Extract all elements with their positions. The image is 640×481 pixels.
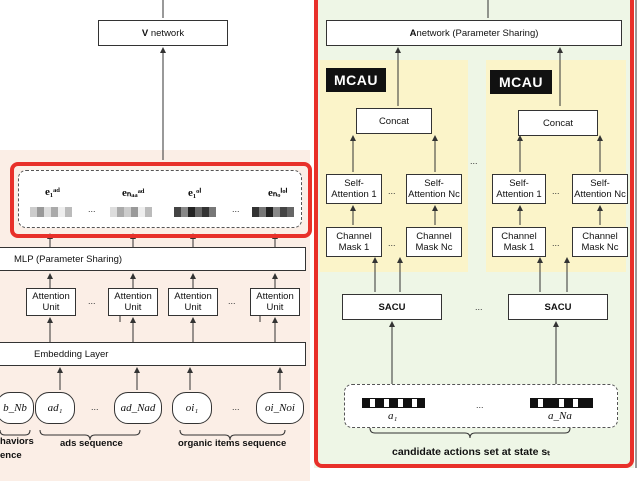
emb-ad-1: e₁ᵃᵈ	[45, 186, 60, 198]
embedding-highlight	[10, 162, 312, 238]
mlp-label: MLP (Parameter Sharing)	[14, 253, 123, 265]
action-aNa-label: a_Na	[548, 410, 572, 422]
action-ellipsis: ...	[476, 400, 484, 410]
embedding-layer-label: Embedding Layer	[34, 348, 109, 360]
input-ellipsis-1: ...	[91, 402, 99, 412]
input-b-nb: b_Nb	[0, 392, 34, 424]
v-network-label: network	[150, 27, 185, 39]
action-a1-label: a₁	[388, 410, 398, 422]
attention-unit-4: Attention Unit	[250, 288, 300, 316]
attention-unit-3: Attention Unit	[168, 288, 218, 316]
emb-oi-n: eₙₒⁱᵒⁱ	[268, 187, 288, 199]
sacu-box-2: SACU	[508, 294, 608, 320]
attention-unit-1: Attention Unit	[26, 288, 76, 316]
attention-ellipsis-1: ...	[88, 296, 96, 306]
mcau-badge-1: MCAU	[326, 68, 386, 92]
v-network-bold: V	[141, 27, 149, 39]
mlp-box: MLP (Parameter Sharing)	[0, 247, 306, 271]
behaviors-label-1: haviors	[0, 436, 34, 447]
a-network-bold: A	[409, 27, 417, 39]
v-network-box: V network	[98, 20, 228, 46]
right-panel-highlight	[314, 0, 634, 468]
emb-ad-n: eₙₐₐᵃᵈ	[122, 187, 145, 199]
channel-mask-1b: Channel Mask 1	[492, 227, 546, 257]
sa-ellipsis-2: ...	[552, 186, 560, 196]
input-ad-n: ad_Nad	[114, 392, 162, 424]
channel-mask-nca: Channel Mask Nc	[406, 227, 462, 257]
candidate-actions-label: candidate actions set at state sₜ	[392, 446, 551, 458]
emb-oi-1: e₁ᵒⁱ	[188, 187, 202, 199]
input-oi-n: oi_Noi	[256, 392, 304, 424]
emb-ellipsis-2: ...	[232, 204, 240, 214]
concat-box-1: Concat	[356, 108, 432, 134]
behaviors-label-2: ence	[0, 450, 22, 461]
self-attention-nca: Self- Attention Nc	[406, 174, 462, 204]
self-attention-1a: Self- Attention 1	[326, 174, 382, 204]
sacu-ellipsis: ...	[475, 302, 483, 312]
input-ad-1: ad₁	[35, 392, 75, 424]
channel-mask-1a: Channel Mask 1	[326, 227, 382, 257]
ads-sequence-label: ads sequence	[60, 438, 123, 449]
embedding-group	[18, 170, 302, 228]
attention-ellipsis-2: ...	[228, 296, 236, 306]
input-ellipsis-2: ...	[232, 402, 240, 412]
channel-mask-ncb: Channel Mask Nc	[572, 227, 628, 257]
self-attention-1b: Self- Attention 1	[492, 174, 546, 204]
embedding-layer-box: Embedding Layer	[0, 342, 306, 366]
cm-ellipsis-2: ...	[552, 238, 560, 248]
mcau-badge-2: MCAU	[490, 70, 552, 94]
sacu-box-1: SACU	[342, 294, 442, 320]
cm-ellipsis-1: ...	[388, 238, 396, 248]
mcau-ellipsis: ...	[470, 156, 478, 166]
input-oi-1: oi₁	[172, 392, 212, 424]
attention-unit-2: Attention Unit	[108, 288, 158, 316]
self-attention-ncb: Self- Attention Nc	[572, 174, 628, 204]
a-network-box: A network (Parameter Sharing)	[326, 20, 622, 46]
a-network-label: network (Parameter Sharing)	[416, 27, 539, 39]
organic-sequence-label: organic items sequence	[178, 438, 287, 449]
concat-box-2: Concat	[518, 110, 598, 136]
emb-ellipsis-1: ...	[88, 204, 96, 214]
sa-ellipsis-1: ...	[388, 186, 396, 196]
